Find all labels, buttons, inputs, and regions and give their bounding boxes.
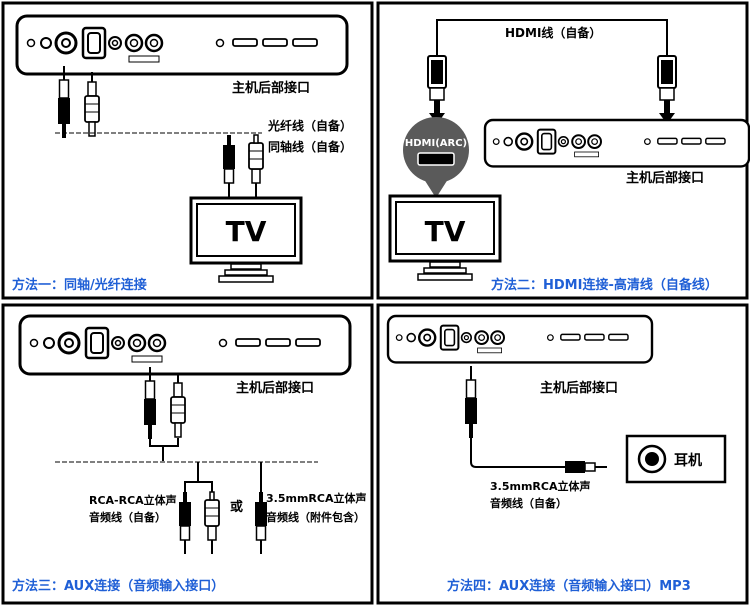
coax-cable-label: 同轴线（自备）	[268, 139, 352, 154]
unit-label: 主机后部接口	[540, 380, 618, 396]
headphone-box	[625, 434, 727, 484]
aux-cable-label-line1: 3.5mmRCA立体声	[266, 491, 366, 505]
method-1-caption: 方法一：同轴/光纤连接	[12, 277, 147, 293]
coax-plug-bottom	[222, 134, 236, 198]
hdmi-arc-bubble	[403, 117, 469, 183]
method-4-caption: 方法四：AUX连接（音频输入接口）MP3	[447, 578, 691, 594]
aux-plug-top	[464, 365, 478, 439]
panel-1: 主机后部接口 光纤线（自备） 同轴线（自备） TV 方法一：同轴/光纤连接	[12, 14, 352, 293]
headphone-jack-icon	[637, 444, 667, 474]
optical-plug-bottom	[248, 134, 264, 198]
panel-3-frame	[1, 303, 374, 605]
panel-3: 主机后部接口 RCA-RCA立体声 音频线（自备） 或 3.5mmRCA立体声 …	[12, 314, 366, 594]
method-2-caption: 方法二：HDMI连接-高清线（自备线）	[491, 277, 718, 293]
hdmi-arc-label: HDMI(ARC)	[405, 138, 467, 149]
unit-label: 主机后部接口	[236, 380, 314, 396]
main-unit-back-panel	[15, 14, 349, 76]
aux-cable-label-line2: 音频线（附件包含）	[266, 510, 365, 524]
method-3-caption: 方法三：AUX连接（音频输入接口）	[12, 578, 224, 594]
optical-plug-top	[84, 71, 100, 137]
panel-4: 主机后部接口 耳机 3.5mmRCA立体声 音频线（自备） 方法四：AUX连接（…	[386, 314, 727, 594]
unit-label: 主机后部接口	[626, 170, 704, 186]
panel-1-frame	[1, 1, 374, 300]
rca-plug-left-bottom	[178, 491, 192, 555]
main-unit-back-panel	[18, 314, 352, 376]
unit-label: 主机后部接口	[232, 80, 310, 96]
hdmi-plug-right	[657, 55, 677, 101]
hdmi-cable	[436, 19, 668, 56]
coax-plug-top	[57, 65, 71, 139]
rca-plug-left-top	[143, 366, 157, 440]
rca-plug-right-top	[170, 372, 186, 438]
rca-cable-label-line1: RCA-RCA立体声	[89, 493, 177, 507]
panel-2: HDMI线（自备） HDMI(ARC) 主机后部接口 TV 方法二：HDMI连接…	[388, 19, 750, 293]
panel-4-frame	[376, 303, 749, 605]
headphone-label: 耳机	[674, 452, 702, 469]
cable-label-line1: 3.5mmRCA立体声	[490, 479, 590, 493]
rca-plug-right-bottom	[204, 491, 220, 555]
tv-label: TV	[425, 215, 466, 248]
main-unit-back-panel	[483, 118, 750, 168]
cable-label-line2: 音频线（自备）	[490, 496, 567, 510]
tv-label: TV	[226, 215, 267, 248]
or-label: 或	[230, 499, 243, 515]
hdmi-plug-left	[427, 55, 447, 101]
hdmi-port-icon	[417, 152, 455, 166]
hdmi-cable-label: HDMI线（自备）	[505, 25, 601, 40]
optical-cable-label: 光纤线（自备）	[267, 118, 352, 133]
rca-cable-label-line2: 音频线（自备）	[89, 510, 166, 524]
aux-cable	[470, 438, 565, 468]
main-unit-back-panel	[386, 314, 654, 364]
